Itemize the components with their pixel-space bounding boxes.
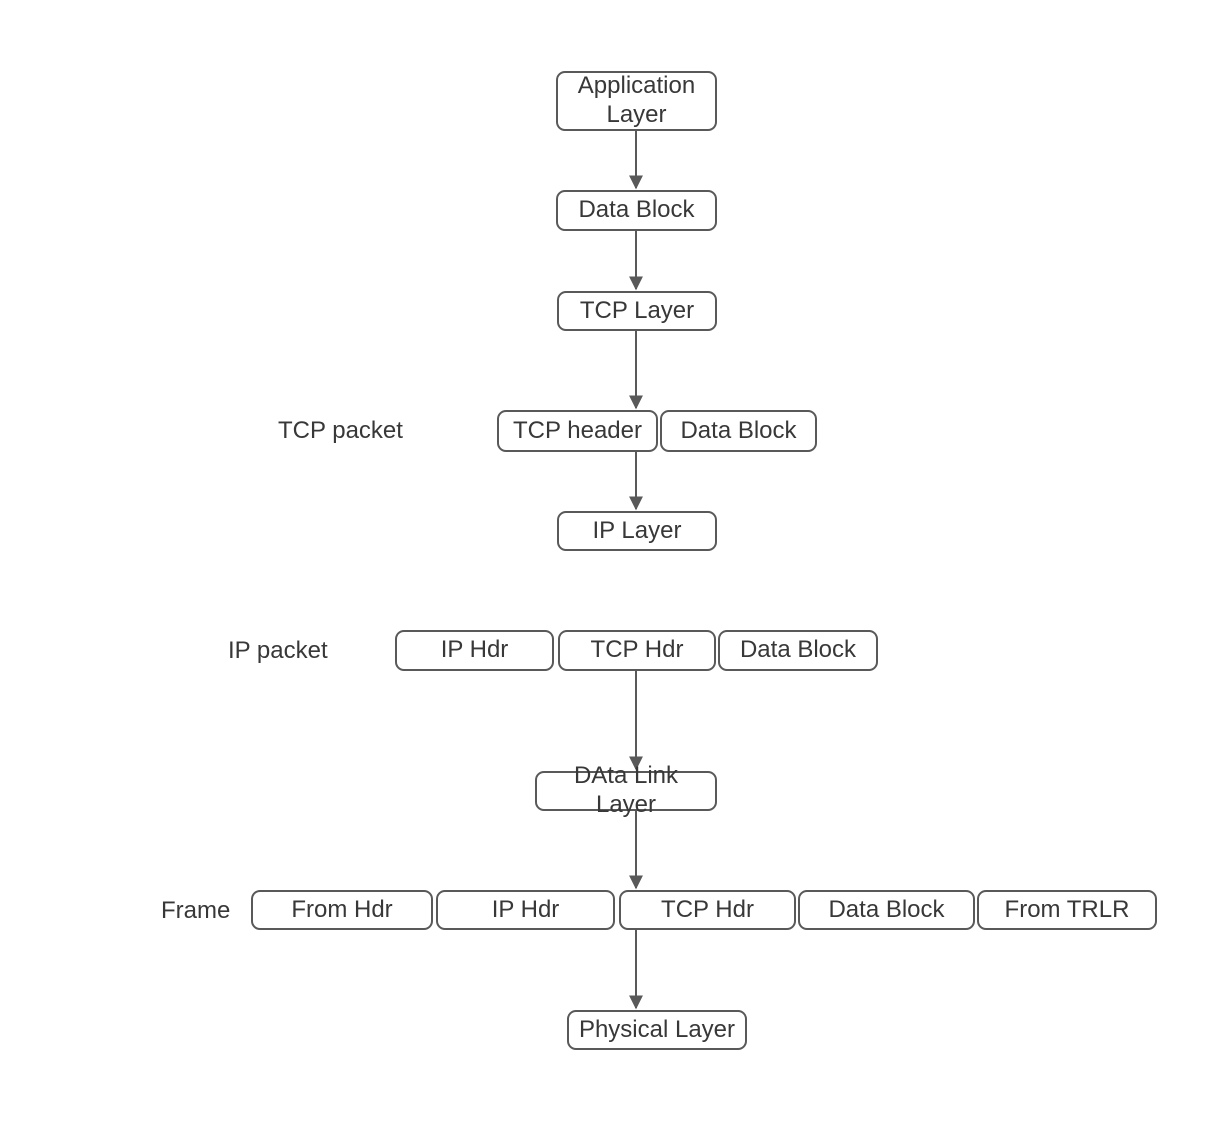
node-data-block-top: Data Block bbox=[556, 190, 717, 231]
node-ip-hdr: IP Hdr bbox=[395, 630, 554, 671]
node-application-layer-label: Application Layer bbox=[577, 72, 696, 128]
node-tcp-hdr-label: TCP Hdr bbox=[590, 636, 684, 664]
node-frame-data-block-label: Data Block bbox=[828, 895, 945, 923]
node-frame-ip-hdr-label: IP Hdr bbox=[491, 895, 560, 923]
node-frame-tcp-hdr-label: TCP Hdr bbox=[661, 895, 754, 923]
node-tcp-layer-label: TCP Layer bbox=[579, 296, 695, 324]
node-frame-from-trlr: From TRLR bbox=[977, 890, 1157, 930]
node-tcp-packet-data-block: Data Block bbox=[660, 410, 817, 452]
node-physical-layer-label: Physical Layer bbox=[578, 1015, 736, 1043]
node-tcp-hdr: TCP Hdr bbox=[558, 630, 716, 671]
node-frame-tcp-hdr: TCP Hdr bbox=[619, 890, 796, 930]
node-frame-ip-hdr: IP Hdr bbox=[436, 890, 615, 930]
node-frame-from-hdr: From Hdr bbox=[251, 890, 433, 930]
node-frame-data-block: Data Block bbox=[798, 890, 975, 930]
node-ip-hdr-label: IP Hdr bbox=[440, 636, 509, 664]
node-ip-packet-data-block-label: Data Block bbox=[739, 636, 857, 664]
node-frame-from-trlr-label: From TRLR bbox=[1004, 895, 1130, 923]
label-ip-packet: IP packet bbox=[228, 637, 328, 664]
label-frame: Frame bbox=[161, 897, 231, 924]
label-tcp-packet: TCP packet bbox=[278, 417, 403, 444]
node-tcp-header: TCP header bbox=[497, 410, 658, 452]
node-tcp-packet-data-block-label: Data Block bbox=[680, 416, 797, 444]
node-frame-from-hdr-label: From Hdr bbox=[291, 895, 393, 923]
node-application-layer: Application Layer bbox=[556, 71, 717, 131]
node-data-link-layer-label: DAta Link Layer bbox=[573, 762, 679, 818]
node-data-link-layer: DAta Link Layer bbox=[535, 762, 717, 818]
node-tcp-header-label: TCP header bbox=[513, 416, 642, 444]
node-ip-layer-label: IP Layer bbox=[592, 516, 682, 544]
node-tcp-layer: TCP Layer bbox=[557, 291, 717, 331]
node-data-block-top-label: Data Block bbox=[578, 196, 695, 224]
node-ip-layer: IP Layer bbox=[557, 511, 717, 551]
node-physical-layer: Physical Layer bbox=[567, 1010, 747, 1050]
node-ip-packet-data-block: Data Block bbox=[718, 630, 878, 671]
